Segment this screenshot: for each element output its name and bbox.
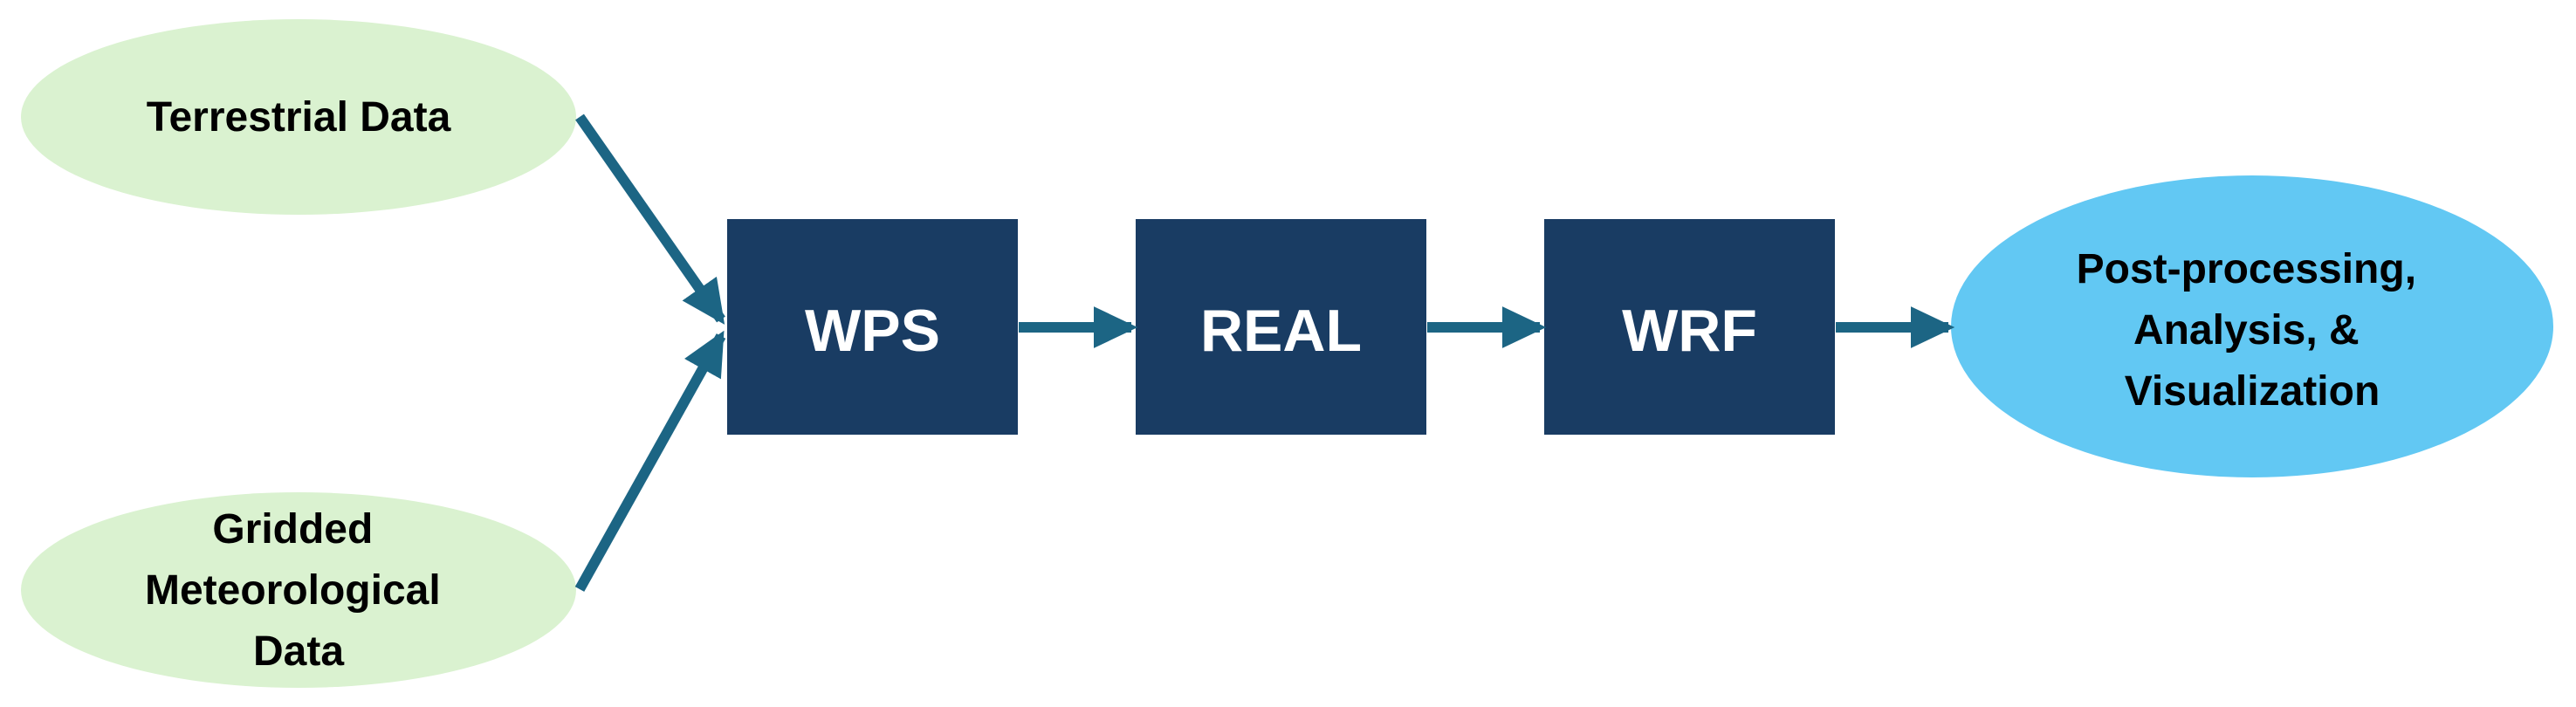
wps-label: WPS xyxy=(805,298,940,364)
post-processing-node xyxy=(1951,175,2553,477)
wrf-label: WRF xyxy=(1622,298,1757,364)
terrestrial-data-node xyxy=(21,19,576,215)
wrf-box xyxy=(1544,219,1835,435)
real-box xyxy=(1136,219,1426,435)
wps-box xyxy=(727,219,1018,435)
arrow-gridded-to-wps xyxy=(574,330,726,592)
gridded-meteorological-data-node xyxy=(21,492,576,688)
post-processing-label: Post-processing, Analysis, & Visualizati… xyxy=(2077,246,2428,415)
arrow-terrestrial-to-wps xyxy=(575,113,725,325)
real-label: REAL xyxy=(1200,298,1362,364)
gridded-meteorological-data-label: Gridded Meteorological Data xyxy=(145,506,452,675)
terrestrial-data-label: Terrestrial Data xyxy=(147,94,451,141)
